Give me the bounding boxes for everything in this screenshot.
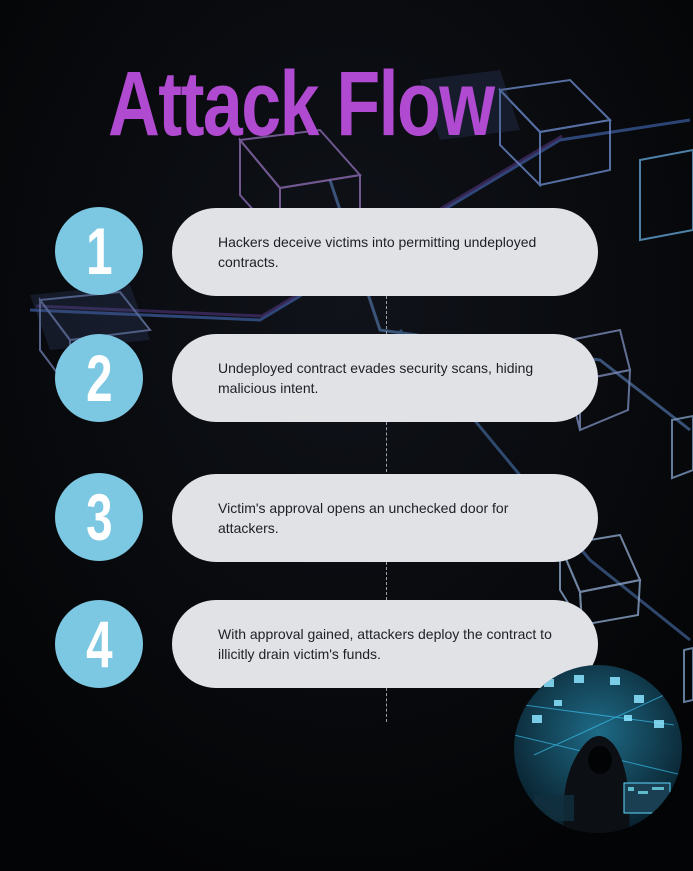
step-number-badge: 1 <box>55 207 143 295</box>
connector-line <box>386 296 387 334</box>
step-number: 2 <box>85 341 113 415</box>
connector-line <box>386 422 387 472</box>
connector-line <box>386 688 387 722</box>
step-card: Victim's approval opens an unchecked doo… <box>172 474 598 562</box>
step-number: 3 <box>85 480 113 554</box>
step-number: 4 <box>85 607 113 681</box>
hacker-avatar <box>514 665 682 833</box>
step-card: With approval gained, attackers deploy t… <box>172 600 598 688</box>
connector-line <box>386 562 387 600</box>
step-text: Hackers deceive victims into permitting … <box>218 234 537 270</box>
step-number-badge: 4 <box>55 600 143 688</box>
step-text: With approval gained, attackers deploy t… <box>218 626 552 662</box>
step-card: Undeployed contract evades security scan… <box>172 334 598 422</box>
hooded-hacker-icon <box>514 665 682 833</box>
step-number: 1 <box>85 214 113 288</box>
step-number-badge: 3 <box>55 473 143 561</box>
step-text: Undeployed contract evades security scan… <box>218 360 534 396</box>
step-card: Hackers deceive victims into permitting … <box>172 208 598 296</box>
step-text: Victim's approval opens an unchecked doo… <box>218 500 509 536</box>
step-number-badge: 2 <box>55 334 143 422</box>
page-title: Attack Flow <box>108 53 495 155</box>
